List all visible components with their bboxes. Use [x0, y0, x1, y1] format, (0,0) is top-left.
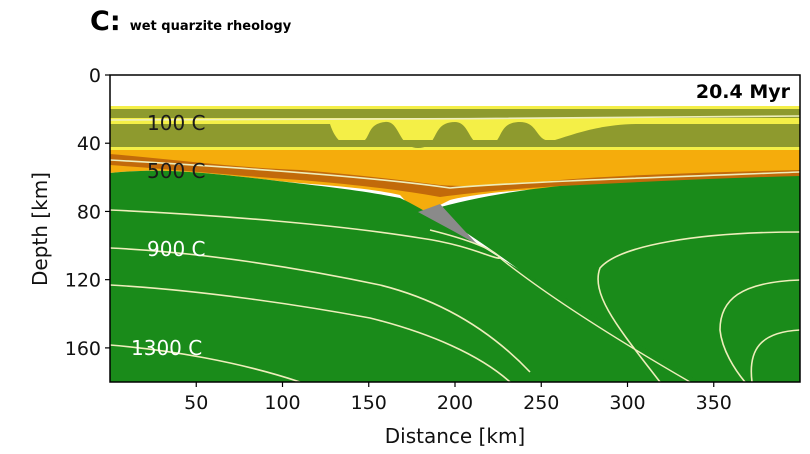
- lower-crust-brown-band: [110, 154, 800, 197]
- isotherm-right-2: [719, 279, 800, 382]
- y-tick-label: 160: [65, 338, 101, 360]
- x-axis-ticks: 50 100 150 200 250 300 350: [184, 382, 732, 414]
- y-tick-label: 0: [89, 65, 101, 87]
- panel-subtitle: wet quarzite rheology: [129, 19, 292, 34]
- y-axis-label: Depth [km]: [28, 172, 52, 286]
- panel-title: C: wet quarzite rheology: [90, 6, 291, 37]
- isotherm-1100: [110, 284, 511, 382]
- time-label-box: [656, 76, 798, 104]
- isotherm-500: [110, 159, 800, 189]
- y-axis-ticks: 0 40 80 120 160: [65, 65, 110, 360]
- mantle-overriding-plate: [430, 176, 800, 382]
- isotherm-right-1: [597, 231, 800, 382]
- slab-fault: [499, 257, 691, 382]
- y-tick-label: 40: [77, 133, 101, 155]
- isotherm-100: [110, 115, 800, 121]
- isotherm-label-900: 900 C: [147, 237, 206, 261]
- isotherm-label-1300: 1300 C: [131, 336, 202, 360]
- upper-crust-olive-band: [110, 109, 800, 118]
- upper-crust-olive-fold: [110, 121, 800, 148]
- upper-crust-olive-base: [110, 140, 800, 147]
- x-tick-label: 100: [264, 392, 300, 414]
- x-tick-label: 50: [184, 392, 208, 414]
- x-tick-label: 300: [609, 392, 645, 414]
- panel-letter: C:: [90, 6, 121, 37]
- isotherm-900: [110, 247, 531, 373]
- isotherm-lines: [110, 115, 800, 382]
- x-tick-label: 150: [351, 392, 387, 414]
- isotherm-label-500: 500 C: [147, 159, 206, 183]
- x-tick-label: 200: [437, 392, 473, 414]
- x-axis-label: Distance [km]: [385, 424, 525, 448]
- isotherm-right-3: [750, 329, 800, 382]
- y-tick-label: 120: [65, 270, 101, 292]
- y-tick-label: 80: [77, 201, 101, 223]
- x-tick-label: 250: [523, 392, 559, 414]
- isotherm-700: [110, 209, 502, 259]
- accretionary-wedge: [418, 204, 478, 245]
- x-tick-label: 350: [696, 392, 732, 414]
- isotherm-1300: [110, 344, 301, 382]
- isotherm-label-100: 100 C: [147, 111, 206, 135]
- mantle-subducting-plate: [110, 170, 700, 382]
- time-label: 20.4 Myr: [696, 81, 791, 103]
